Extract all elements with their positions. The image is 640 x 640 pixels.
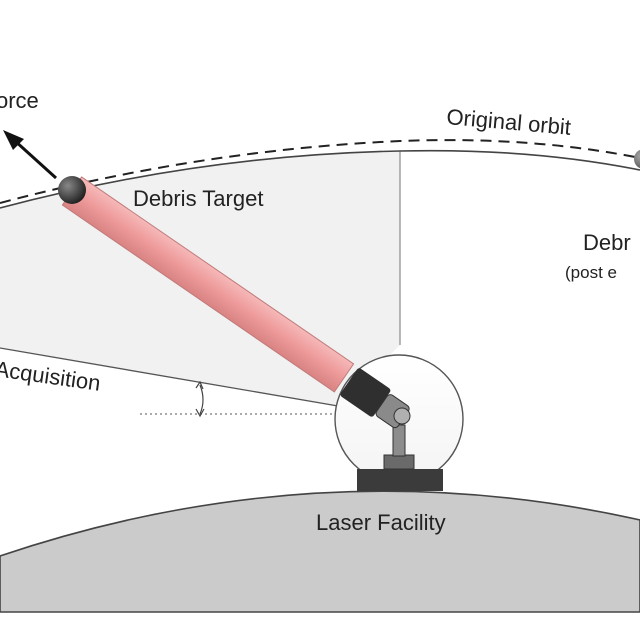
debris-target-label: Debris Target: [133, 186, 263, 211]
force-arrow: [12, 138, 58, 180]
debris-target: [58, 176, 86, 204]
original-orbit-label: Original orbit: [446, 104, 572, 140]
debris-orbit-solid: [0, 149, 640, 209]
debris-post-sublabel: (post e: [565, 263, 617, 282]
facility-base: [357, 469, 443, 491]
debris-post-engagement: [634, 149, 640, 169]
acquisition-line: [0, 347, 339, 407]
earth-surface: [0, 490, 640, 613]
original-orbit-dashed: [0, 139, 640, 204]
force-label: orce: [0, 88, 39, 113]
elevation-angle-arc: [199, 384, 204, 415]
debris-post-label: Debr: [583, 230, 631, 255]
laser-facility-label: Laser Facility: [316, 510, 446, 535]
